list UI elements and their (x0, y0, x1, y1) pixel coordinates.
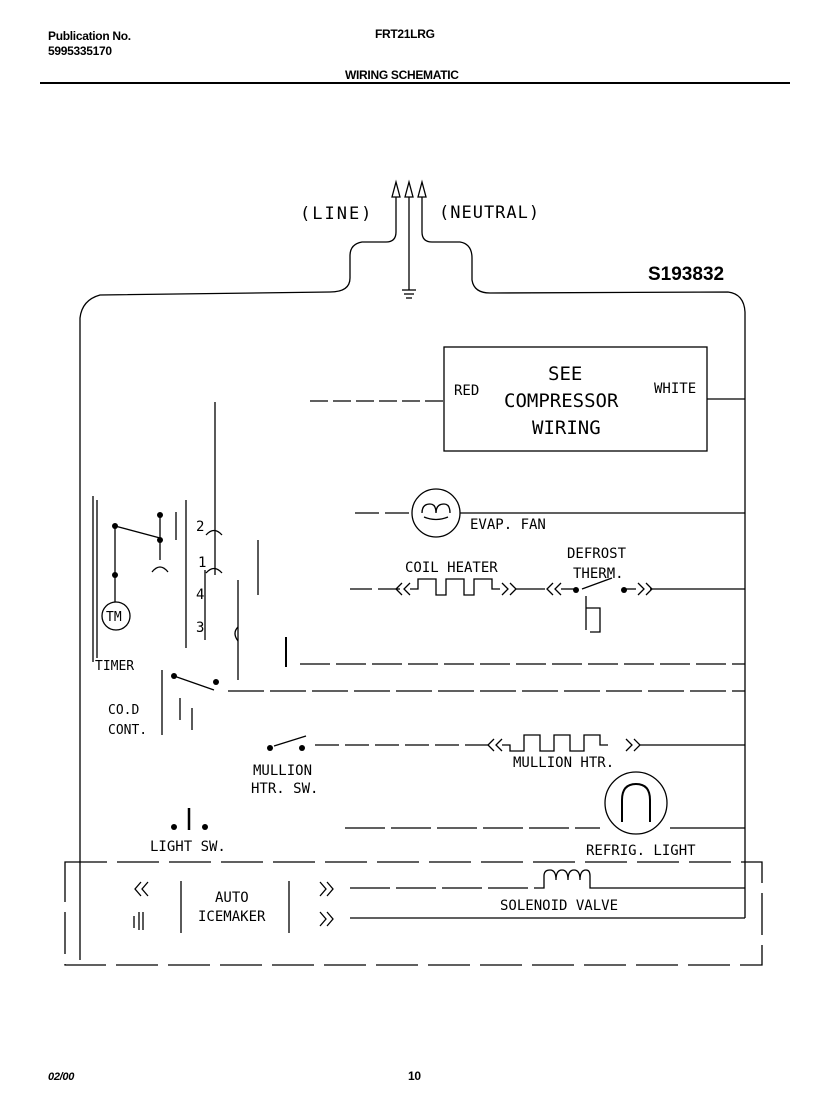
refrig-light-label: REFRIG. LIGHT (586, 843, 696, 859)
solenoid-valve-icon (540, 869, 595, 889)
terminal-dots (112, 512, 627, 830)
icemaker-line2: ICEMAKER (198, 909, 266, 925)
light-switch-label: LIGHT SW. (150, 839, 226, 855)
refrig-light-icon (604, 771, 668, 835)
timer-terminal-3: 3 (196, 620, 204, 636)
header-rule (40, 82, 790, 84)
defrost-therm-icon (546, 577, 653, 633)
white-wire-label: WHITE (654, 381, 696, 397)
icemaker-line1: AUTO (215, 890, 249, 906)
timer-motor-icon (101, 601, 131, 631)
coil-heater-label: COIL HEATER (405, 560, 498, 576)
defrost-therm-line2: THERM. (573, 566, 624, 582)
part-number: S193832 (648, 264, 724, 285)
mullion-heater-label: MULLION HTR. (513, 755, 614, 771)
publication-label: Publication No. (48, 29, 131, 43)
red-wire-label: RED (454, 383, 479, 399)
section-title: WIRING SCHEMATIC (345, 68, 459, 82)
line-neutral-arrows (79, 179, 746, 960)
timer-terminal-4: 4 (196, 587, 204, 603)
line-label: (LINE) (300, 204, 373, 224)
defrost-therm-line1: DEFROST (567, 546, 627, 562)
footer-date: 02/00 (48, 1071, 75, 1083)
evap-fan-label: EVAP. FAN (470, 517, 546, 533)
neutral-label: (NEUTRAL) (439, 203, 540, 223)
ground-symbol (402, 289, 416, 299)
cold-control-line2: CONT. (108, 723, 147, 738)
compressor-line1: SEE (548, 363, 582, 385)
mullion-switch-line1: MULLION (253, 763, 312, 779)
coil-heater-icon (395, 578, 517, 596)
timer-label: TIMER (95, 659, 134, 674)
mullion-heater-icon (487, 734, 641, 752)
solenoid-valve-label: SOLENOID VALVE (500, 898, 618, 914)
compressor-line2: COMPRESSOR (504, 390, 619, 412)
page-number: 10 (408, 1069, 421, 1083)
cold-control-icon (161, 670, 215, 735)
timer-terminal-1: 1 (198, 555, 206, 571)
icemaker-enclosure (64, 861, 763, 966)
timer-motor-label: TM (106, 610, 122, 625)
publication-number: 5995335170 (48, 44, 112, 58)
compressor-line3: WIRING (532, 417, 601, 439)
cold-control-line1: CO.D (108, 703, 139, 718)
timer-assembly (92, 402, 287, 680)
model-number: FRT21LRG (375, 27, 435, 41)
evap-fan-icon (411, 488, 461, 538)
mullion-switch-line2: HTR. SW. (251, 781, 318, 797)
timer-terminal-2: 2 (196, 519, 204, 535)
